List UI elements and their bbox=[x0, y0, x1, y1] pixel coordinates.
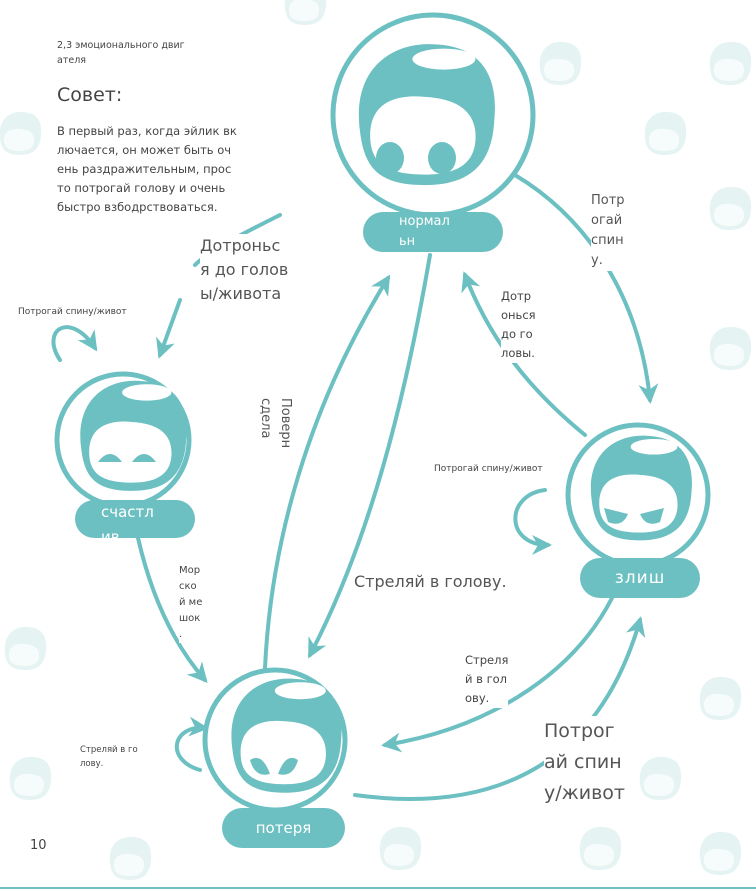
tip-body: В первый раз, когда эйлик вк лючается, о… bbox=[57, 122, 237, 217]
loop-lost bbox=[174, 716, 209, 772]
state-label-lost: потеря bbox=[222, 808, 345, 848]
state-label-happy: счастл ив bbox=[75, 500, 195, 538]
transition-label-shoot-head-small: Стреля й в гол ову. bbox=[465, 651, 509, 708]
arrow-normal-to-lost bbox=[308, 253, 432, 659]
arrow-angry-to-lost bbox=[381, 596, 614, 753]
state-label-normal: нормал ьн bbox=[363, 212, 503, 252]
section-heading: 2,3 эмоционального двиг ателя bbox=[57, 38, 185, 68]
node-happy bbox=[54, 371, 192, 509]
node-angry bbox=[565, 422, 711, 568]
arrow-lost-to-normal bbox=[263, 274, 391, 670]
transition-label-turn-over: Поверн сдела bbox=[255, 398, 295, 449]
transition-label-sea-bag: Мор ско й ме шок . bbox=[179, 563, 203, 643]
arrow-happy-to-lost bbox=[136, 536, 208, 684]
arrow-lost-to-angry bbox=[353, 616, 646, 801]
page-number: 10 bbox=[30, 838, 47, 853]
transition-arrows bbox=[51, 173, 659, 801]
footer-divider bbox=[0, 887, 756, 889]
state-label-angry: злиш bbox=[580, 558, 700, 598]
arrow-normal-to-happy bbox=[156, 298, 182, 359]
transition-label-lost-loop: Стреляй в го лову. bbox=[80, 743, 138, 771]
transition-label-shoot-head: Стреляй в голову. bbox=[354, 570, 507, 594]
transition-label-touch-head-belly: Дотроньс я до голов ы/живота bbox=[200, 234, 289, 306]
tip-title: Совет: bbox=[57, 84, 123, 106]
transition-label-happy-loop: Потрогай спину/живот bbox=[18, 305, 127, 320]
loop-angry bbox=[513, 488, 552, 555]
node-normal bbox=[330, 12, 536, 218]
transition-label-touch-back-belly: Потрог ай спин у/живот bbox=[544, 716, 626, 809]
transition-label-touch-back: Потр огай спин у. bbox=[591, 191, 625, 271]
loop-happy bbox=[51, 325, 98, 362]
transition-label-touch-head: Дотр онься до го ловы. bbox=[501, 287, 536, 363]
transition-label-angry-loop: Потрогай спину/живот bbox=[434, 462, 543, 477]
node-lost bbox=[202, 667, 348, 813]
